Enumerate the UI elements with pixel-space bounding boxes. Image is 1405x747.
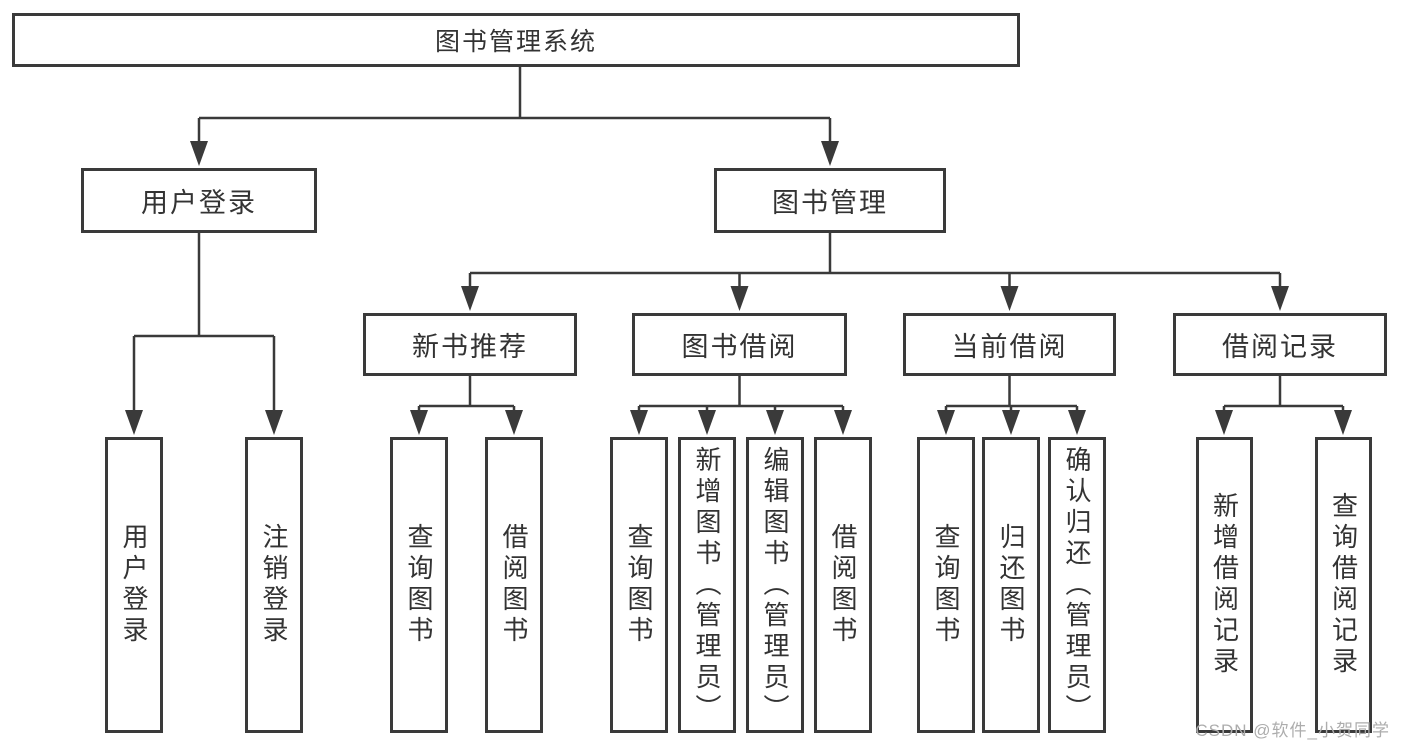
leaf-borrow-books-recommendation: 借阅图书 bbox=[485, 437, 543, 733]
node-label: 用户登录 bbox=[141, 188, 257, 218]
node-label: 图书管理 bbox=[772, 188, 888, 218]
leaf-query-borrow-record: 查询借阅记录 bbox=[1315, 437, 1372, 733]
node-label: 图书管理系统 bbox=[434, 28, 597, 56]
leaf-query-books-recommendation: 查询图书 bbox=[390, 437, 448, 733]
node-label: 查询借阅记录 bbox=[1328, 492, 1359, 678]
node-label: 查询图书 bbox=[931, 523, 961, 647]
node-label: 注销登录 bbox=[259, 523, 289, 647]
node-label: 查询图书 bbox=[624, 523, 654, 647]
node-label: 查询图书 bbox=[404, 523, 434, 647]
leaf-query-books-current: 查询图书 bbox=[917, 437, 975, 733]
node-label: 归还图书 bbox=[996, 523, 1026, 647]
node-label: 新增图书（管理员） bbox=[692, 445, 722, 725]
leaf-edit-books-admin: 编辑图书（管理员） bbox=[746, 437, 804, 733]
node-label: 确认归还（管理员） bbox=[1062, 445, 1092, 725]
node-label: 借阅图书 bbox=[828, 523, 858, 647]
leaf-add-borrow-record: 新增借阅记录 bbox=[1196, 437, 1253, 733]
node-label: 借阅图书 bbox=[499, 523, 529, 647]
node-label: 新书推荐 bbox=[412, 332, 528, 362]
node-label: 用户登录 bbox=[119, 523, 149, 647]
node-library-management-system: 图书管理系统 bbox=[12, 13, 1020, 67]
leaf-logout: 注销登录 bbox=[245, 437, 303, 733]
node-label: 编辑图书（管理员） bbox=[760, 445, 790, 725]
leaf-borrow-books: 借阅图书 bbox=[814, 437, 872, 733]
leaf-user-login: 用户登录 bbox=[105, 437, 163, 733]
node-user-login: 用户登录 bbox=[81, 168, 317, 233]
node-label: 当前借阅 bbox=[951, 332, 1068, 362]
node-label: 新增借阅记录 bbox=[1209, 492, 1240, 678]
node-current-borrowing: 当前借阅 bbox=[903, 313, 1116, 376]
node-book-borrowing: 图书借阅 bbox=[632, 313, 847, 376]
leaf-confirm-return-admin: 确认归还（管理员） bbox=[1048, 437, 1106, 733]
node-new-book-recommendation: 新书推荐 bbox=[363, 313, 577, 376]
csdn-watermark: CSDN @软件_小贺同学 bbox=[1195, 721, 1390, 740]
node-book-management: 图书管理 bbox=[714, 168, 946, 233]
leaf-return-books: 归还图书 bbox=[982, 437, 1040, 733]
arrowheads bbox=[125, 141, 1352, 435]
edge-lines bbox=[132, 67, 1345, 420]
node-label: 借阅记录 bbox=[1222, 332, 1338, 362]
node-label: 图书借阅 bbox=[681, 332, 798, 362]
leaf-add-books-admin: 新增图书（管理员） bbox=[678, 437, 736, 733]
node-borrowing-records: 借阅记录 bbox=[1173, 313, 1387, 376]
leaf-query-books-borrowing: 查询图书 bbox=[610, 437, 668, 733]
